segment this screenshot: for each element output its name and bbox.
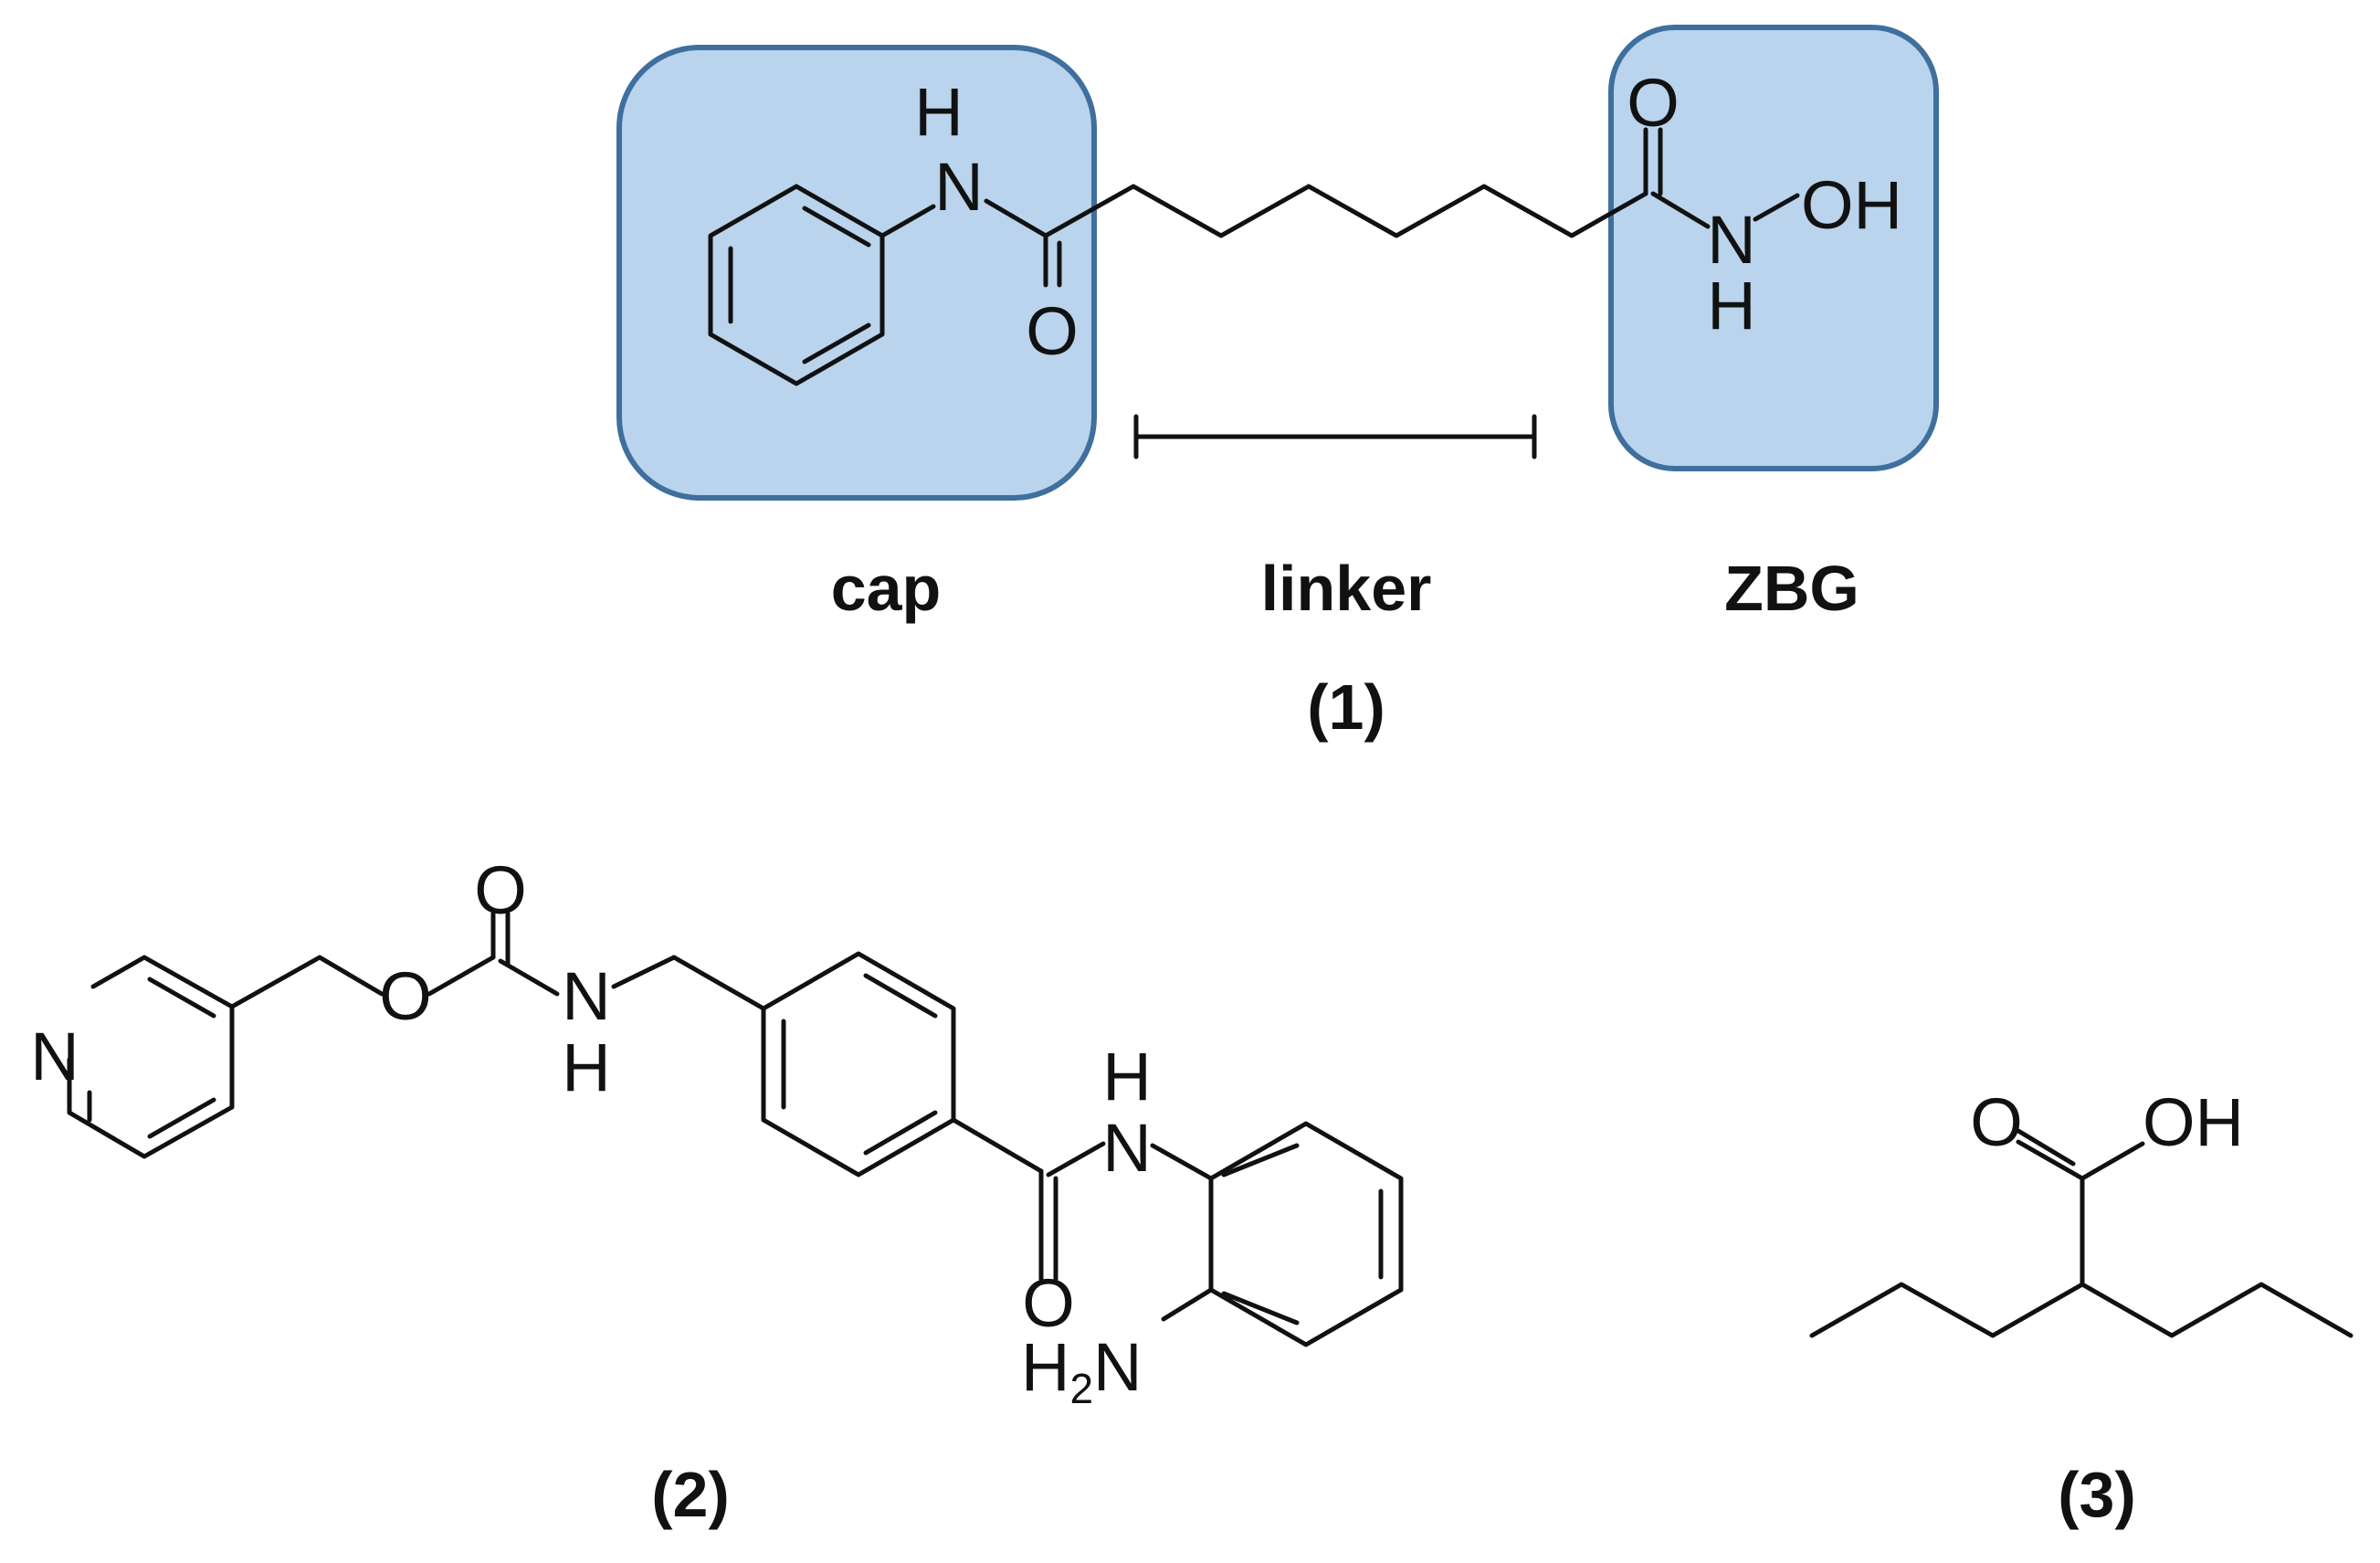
atom-H-amide: H bbox=[914, 74, 963, 150]
carbamate-chain bbox=[229, 955, 384, 1009]
atom-O-ester: O bbox=[379, 958, 432, 1034]
atom-N-carbamate: N bbox=[562, 958, 610, 1034]
compound-1: H N O O N H OH cap linker ZBG (1) bbox=[616, 25, 1939, 743]
atom-H-carbamate: H bbox=[562, 1030, 610, 1105]
atom-H-hydroxamate: H bbox=[1707, 268, 1755, 343]
label-compound-3: (3) bbox=[2058, 1459, 2136, 1530]
phenyl-inner-bonds bbox=[728, 206, 871, 364]
benzene-ring-2-inner bbox=[781, 973, 938, 1156]
atom-N-hydroxamate: N bbox=[1707, 202, 1755, 278]
bond-N-carbonyl bbox=[984, 198, 1048, 238]
atom-O-acid: O bbox=[1970, 1084, 2023, 1160]
aniline-ring-inner bbox=[1221, 1143, 1384, 1325]
atom-O-carbamate: O bbox=[474, 852, 527, 928]
pyridine-inner-bonds bbox=[87, 977, 216, 1139]
valproate-chain bbox=[1809, 1282, 2354, 1338]
bond-NH-CH2 bbox=[611, 955, 677, 989]
compound-3: O OH (3) bbox=[1809, 1084, 2354, 1530]
bond-N-aniline bbox=[1150, 1143, 1214, 1181]
label-linker: linker bbox=[1261, 553, 1432, 624]
bond-C=O-3a bbox=[2016, 1139, 2085, 1181]
atom-N-benzamide: N bbox=[1102, 1110, 1151, 1186]
atom-OH-hydroxamate: OH bbox=[1801, 167, 1902, 243]
atom-OH-acid: OH bbox=[2143, 1084, 2244, 1160]
compound-2: N O O N H H N O H2N (2) bbox=[30, 852, 1404, 1530]
linker-chain bbox=[1043, 184, 1648, 238]
bond-CH2-ring bbox=[671, 955, 766, 1011]
bond-N-O bbox=[1753, 193, 1800, 222]
label-compound-2: (2) bbox=[651, 1459, 730, 1530]
label-zbg: ZBG bbox=[1724, 553, 1859, 624]
linker-bracket bbox=[1133, 414, 1537, 459]
zbg-region-box bbox=[1608, 25, 1939, 471]
cap-region-box bbox=[616, 45, 1097, 501]
bond-C-OH-3 bbox=[2080, 1141, 2145, 1181]
atom-O-carbonyl: O bbox=[1026, 293, 1079, 369]
pyridine-ring bbox=[67, 955, 235, 1159]
atom-O-hydroxamate: O bbox=[1627, 65, 1680, 141]
bond-C-NH-2 bbox=[498, 958, 560, 997]
label-cap: cap bbox=[831, 553, 942, 624]
atom-N-pyridine: N bbox=[30, 1019, 79, 1094]
bond-C-N bbox=[1650, 191, 1711, 229]
atom-N-amide: N bbox=[934, 149, 983, 225]
bond-ring-N bbox=[879, 204, 936, 238]
label-compound-1: (1) bbox=[1307, 671, 1385, 743]
benzene-ring-2 bbox=[761, 951, 956, 1178]
bond-amideC-N bbox=[1046, 1141, 1106, 1178]
atom-H-benzamide: H bbox=[1102, 1039, 1151, 1114]
bond-O-carbonyl2 bbox=[427, 955, 496, 997]
atom-O-benzamide: O bbox=[1022, 1265, 1075, 1341]
bond-ring-amideC bbox=[951, 1117, 1044, 1174]
atom-H2N: H2N bbox=[1021, 1329, 1143, 1412]
bond-C=O-3b bbox=[2016, 1128, 2076, 1167]
aniline-ring bbox=[1208, 1121, 1404, 1347]
bond-ring-NH2 bbox=[1161, 1287, 1214, 1322]
